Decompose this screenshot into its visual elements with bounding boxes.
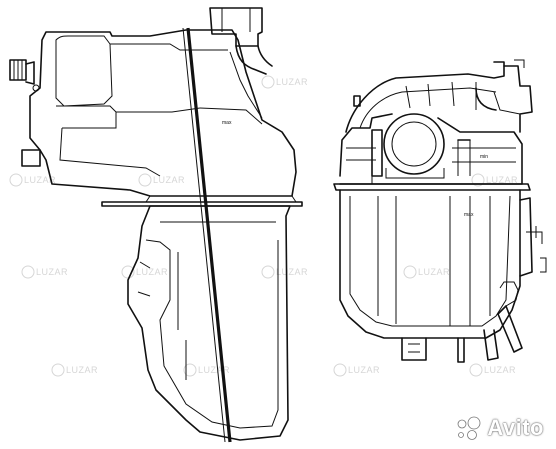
filler-cap — [383, 113, 445, 175]
brand-watermark: Avito — [453, 415, 544, 441]
outlet-right — [483, 329, 499, 361]
watermark-top-left: LUZAR — [9, 173, 56, 187]
watermark-mid-right: LUZAR — [471, 173, 518, 187]
svg-text:LUZAR: LUZAR — [486, 175, 518, 185]
filler-neck — [209, 7, 263, 47]
watermark-row2-b: LUZAR — [121, 265, 168, 279]
mounting-flange — [101, 201, 303, 207]
watermark-top-mid: LUZAR — [138, 173, 185, 187]
hose-assembly — [345, 65, 533, 133]
min-mark-right: min — [480, 154, 488, 160]
svg-text:LUZAR: LUZAR — [153, 175, 185, 185]
svg-text:LUZAR: LUZAR — [198, 365, 230, 375]
side-fitting — [9, 59, 27, 81]
side-bracket — [519, 197, 533, 277]
svg-text:LUZAR: LUZAR — [418, 267, 450, 277]
watermark-group: LUZAR LUZAR LUZAR LUZAR LUZAR LUZAR LUZA… — [9, 75, 518, 377]
svg-text:LUZAR: LUZAR — [136, 267, 168, 277]
watermark-row2-d: LUZAR — [403, 265, 450, 279]
svg-text:LUZAR: LUZAR — [36, 267, 68, 277]
svg-text:LUZAR: LUZAR — [66, 365, 98, 375]
svg-text:LUZAR: LUZAR — [484, 365, 516, 375]
svg-text:LUZAR: LUZAR — [24, 175, 56, 185]
watermark-row3-a: LUZAR — [51, 363, 98, 377]
retaining-strap — [186, 27, 232, 443]
watermark-row2-c: LUZAR — [261, 265, 308, 279]
max-mark-right: max — [464, 212, 474, 218]
brand-label: Avito — [487, 415, 544, 440]
watermark-row3-d: LUZAR — [469, 363, 516, 377]
svg-text:LUZAR: LUZAR — [276, 77, 308, 87]
svg-text:LUZAR: LUZAR — [348, 365, 380, 375]
watermark-row3-c: LUZAR — [333, 363, 380, 377]
watermark-row2-a: LUZAR — [21, 265, 68, 279]
upper-body — [29, 29, 297, 197]
outlet-mid — [457, 337, 465, 363]
tank-shoulder — [339, 113, 523, 185]
left-tank-view: max — [9, 7, 303, 443]
right-tank-view: min max — [333, 59, 547, 363]
outlet-left — [401, 337, 427, 361]
watermark-top-right: LUZAR — [261, 75, 308, 89]
sensor-tube — [497, 305, 523, 353]
max-mark-left: max — [222, 120, 232, 126]
svg-text:LUZAR: LUZAR — [276, 267, 308, 277]
brand-dots-icon — [457, 416, 481, 440]
seam-band — [333, 183, 531, 191]
lower-body — [127, 205, 291, 441]
watermark-row3-b: LUZAR — [183, 363, 230, 377]
